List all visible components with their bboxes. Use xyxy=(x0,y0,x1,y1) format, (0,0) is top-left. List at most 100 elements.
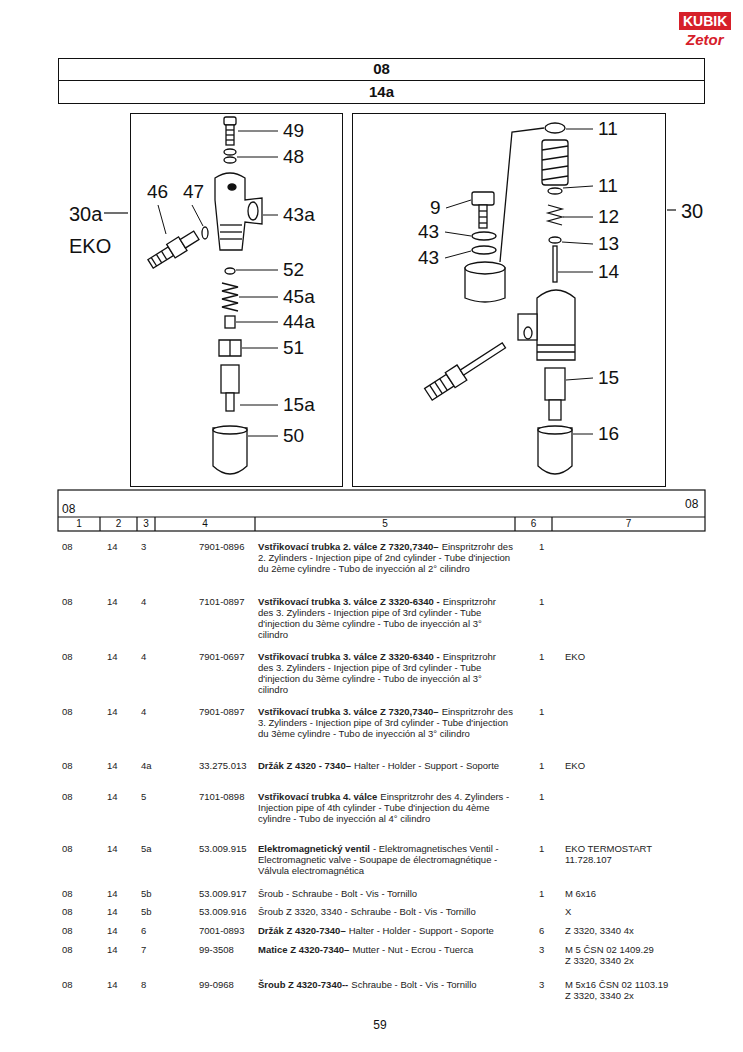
part-description: Halter - Holder - Support - Soporte xyxy=(354,760,499,771)
group-code: 08 xyxy=(62,843,73,854)
callout-number: 47 xyxy=(183,181,204,203)
callout-number: 43a xyxy=(283,204,315,226)
note: M 5 ČSN 02 1409.29 xyxy=(565,944,703,955)
assembly-number: 30a xyxy=(69,203,102,225)
table-cell: EKO TERMOSTART11.728.107 xyxy=(565,843,703,865)
table-cell: 08 xyxy=(62,791,98,802)
table-cell: 08 xyxy=(62,944,98,955)
table-cell: 14 xyxy=(107,651,135,662)
column-number: 3 xyxy=(137,518,155,529)
table-cell: 5a xyxy=(141,843,155,854)
table-cell: 08 xyxy=(62,925,98,936)
subgroup-code: 14 xyxy=(107,541,118,552)
table-cell: 53.009.916 xyxy=(199,906,255,917)
table-cell: 14 xyxy=(107,541,135,552)
note: Z 3320, 3340 2x xyxy=(565,990,703,1001)
column-number: 2 xyxy=(100,518,137,529)
column-number: 4 xyxy=(155,518,255,529)
section-band: 08 xyxy=(58,58,705,81)
callout-number: 50 xyxy=(283,425,304,447)
quantity: 6 xyxy=(539,925,544,936)
table-cell: Vstřikovací trubka 4. válceEinspritzrohr… xyxy=(258,791,513,824)
group-code: 08 xyxy=(62,596,73,607)
part-number: 7901-0896 xyxy=(199,541,244,552)
part-name: Vstřikovací trubka 3. válce Z 3320-6340 … xyxy=(258,596,440,607)
position-number: 5 xyxy=(141,791,146,802)
table-cell: 53.009.917 xyxy=(199,888,255,899)
position-number: 5b xyxy=(141,888,152,899)
group-code: 08 xyxy=(62,706,73,717)
part-name: Matice Z 4320-7340– xyxy=(258,944,349,955)
table-cell: 1 xyxy=(539,651,553,662)
part-name: Vstřikovací trubka 4. válce xyxy=(258,791,377,802)
subgroup-code: 14 xyxy=(107,791,118,802)
position-number: 4 xyxy=(141,596,146,607)
position-number: 5a xyxy=(141,843,152,854)
column-number: 6 xyxy=(515,518,552,529)
injector-left xyxy=(146,117,262,474)
position-number: 4 xyxy=(141,651,146,662)
callout-number: 16 xyxy=(598,423,619,445)
part-number: 53.009.916 xyxy=(199,906,247,917)
table-cell: 14 xyxy=(107,843,135,854)
note: Z 3320, 3340 4x xyxy=(565,925,703,936)
position-number: 4 xyxy=(141,706,146,717)
column-number: 7 xyxy=(552,518,705,529)
table-section: 08 xyxy=(685,497,698,511)
table-cell: 08 xyxy=(62,888,98,899)
table-cell: 14 xyxy=(107,944,135,955)
table-cell: 1 xyxy=(539,596,553,607)
subgroup-code: 14 xyxy=(107,596,118,607)
table-cell: X xyxy=(565,906,703,917)
table-cell: 1 xyxy=(539,791,553,802)
table-cell: 7101-0897 xyxy=(199,596,255,607)
table-cell: Z 3320, 3340 4x xyxy=(565,925,703,936)
callout-number: 11 xyxy=(598,175,618,197)
callout-number: 44a xyxy=(283,311,315,333)
subgroup-code: 14 xyxy=(107,944,118,955)
part-number: 53.009.917 xyxy=(199,888,247,899)
part-number: 7101-0898 xyxy=(199,791,244,802)
table-cell: Šroub Z 4320-7340--Schraube - Bolt - Vis… xyxy=(258,979,513,990)
subgroup-code: 14 xyxy=(107,706,118,717)
note: Z 3320, 3340 2x xyxy=(565,955,703,966)
part-name: Vstřikovací trubka 3. válce Z 3320-6340 … xyxy=(258,651,440,662)
table-cell: 7901-0897 xyxy=(199,706,255,717)
leader-lines-left xyxy=(158,131,278,436)
callout-number: 9 xyxy=(430,197,441,219)
table-cell: 4 xyxy=(141,596,155,607)
subgroup-code: 14 xyxy=(107,925,118,936)
table-cell: EKO xyxy=(565,651,703,662)
group-band: 14a xyxy=(58,80,705,104)
callout-number: 46 xyxy=(147,181,168,203)
table-cell: 08 xyxy=(62,843,98,854)
callout-number: 51 xyxy=(283,337,304,359)
group-code: 08 xyxy=(62,651,73,662)
callout-number: 43 xyxy=(418,247,439,269)
table-cell: 7 xyxy=(141,944,155,955)
assembly-number: EKO xyxy=(69,235,111,257)
subgroup-code: 14 xyxy=(107,651,118,662)
quantity: 3 xyxy=(539,979,544,990)
leader-lines-right xyxy=(445,129,593,434)
part-description: Schraube - Bolt - Vis - Tornillo xyxy=(351,979,476,990)
quantity: 3 xyxy=(539,944,544,955)
table-cell: 1 xyxy=(539,843,553,854)
quantity: 1 xyxy=(539,760,544,771)
callout-number: 43 xyxy=(418,221,439,243)
note: EKO xyxy=(565,651,703,662)
column-number: 1 xyxy=(58,518,100,529)
table-cell: 14 xyxy=(107,906,135,917)
part-number: 7901-0697 xyxy=(199,651,244,662)
group-code: 08 xyxy=(62,888,73,899)
part-name: Vstřikovací trubka 2. válce Z 7320,7340– xyxy=(258,541,439,552)
table-cell: 7001-0893 xyxy=(199,925,255,936)
group-code: 08 xyxy=(62,925,73,936)
assembly-number: 30 xyxy=(681,200,703,222)
table-cell: 6 xyxy=(141,925,155,936)
table-cell: 33.275.013 xyxy=(199,760,255,771)
table-cell: 1 xyxy=(539,541,553,552)
table-cell: 7101-0898 xyxy=(199,791,255,802)
band-heading: 14a xyxy=(369,84,394,101)
group-code: 08 xyxy=(62,944,73,955)
